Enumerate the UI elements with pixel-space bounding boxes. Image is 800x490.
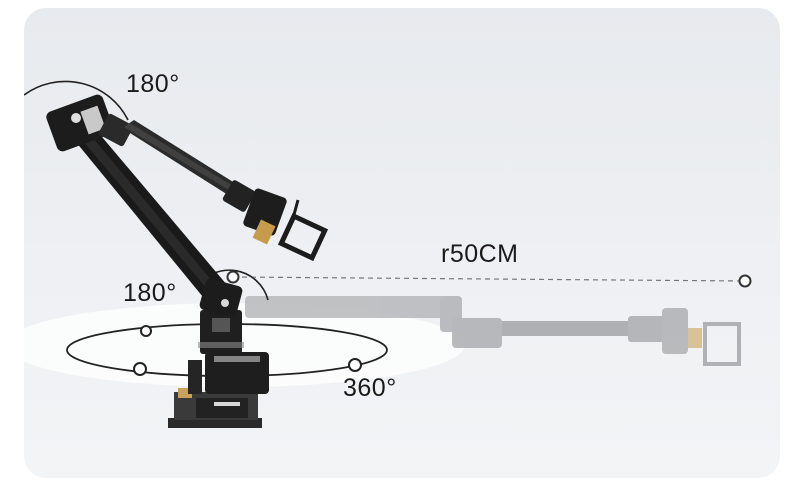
reach-start-point [226,270,240,284]
elbow-joint [46,94,133,152]
top-joint-angle-label: 180° [126,70,180,98]
reach-label: r50CM [441,240,519,268]
reach-line [232,276,746,282]
rotation-angle-label: 360° [343,374,397,402]
product-card [24,8,780,478]
robot-arm-illustration [24,80,752,428]
lower-arm [62,118,243,318]
upper-arm-tube [122,120,246,200]
ghost-extended-arm [245,296,741,366]
base-servo [198,310,244,354]
top-joint-arc [24,80,129,121]
rotation-point-right [348,358,362,372]
control-board-base [168,352,269,428]
reach-end-point [738,274,752,288]
rotation-point-left [133,362,147,376]
gripper [222,180,329,262]
base-joint-angle-label: 180° [123,279,177,307]
rotation-point-back [140,325,152,337]
